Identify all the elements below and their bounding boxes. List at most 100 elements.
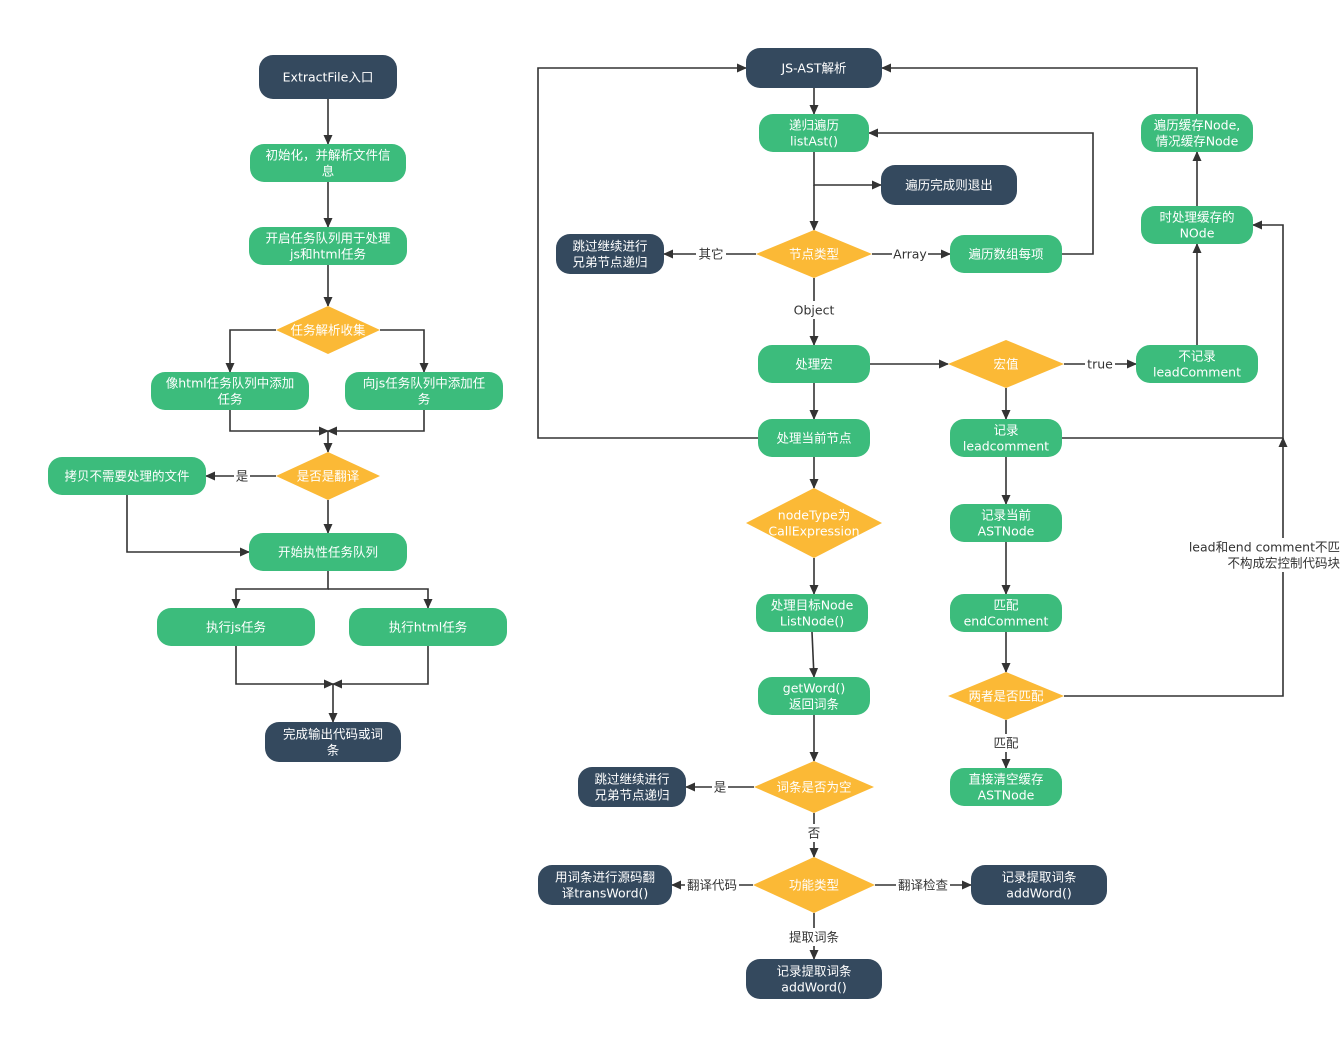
decision-diamond xyxy=(948,340,1064,388)
node-exit-done: 遍历完成则退出 xyxy=(881,165,1017,205)
node-label: 完成输出代码或词 xyxy=(283,727,383,742)
svg-text:提取词条: 提取词条 xyxy=(789,930,840,945)
process-box xyxy=(250,144,406,182)
flow-edges xyxy=(126,63,1288,960)
edge-label-translate-code: 翻译代码 xyxy=(685,876,739,894)
node-macro-value: 宏值 xyxy=(948,340,1064,388)
node-label: nodeType为 xyxy=(778,508,850,523)
edge-current-ast xyxy=(537,63,758,439)
terminal-box xyxy=(971,865,1107,905)
node-label: 情况缓存Node xyxy=(1156,134,1239,149)
svg-text:不构成宏控制代码块: 不构成宏控制代码块 xyxy=(1227,556,1340,571)
edge-target-getword xyxy=(809,631,819,678)
svg-text:翻译代码: 翻译代码 xyxy=(687,878,737,893)
node-label: 务 xyxy=(418,392,431,407)
node-traverse-cache: 遍历缓存Node,情况缓存Node xyxy=(1141,114,1253,152)
node-label: leadComment xyxy=(1153,365,1241,380)
process-box xyxy=(151,372,309,410)
process-box xyxy=(950,235,1062,273)
svg-text:lead和end comment不匹: lead和end comment不匹 xyxy=(1189,540,1340,555)
node-label: leadcomment xyxy=(963,439,1049,454)
node-func-type: 功能类型 xyxy=(753,857,875,913)
node-label: 返回词条 xyxy=(789,697,840,712)
node-label: js和html任务 xyxy=(289,247,366,262)
node-label: 兄弟节点递归 xyxy=(594,788,669,803)
edge-label-yes-copy: 是 xyxy=(234,467,250,485)
node-label: ASTNode xyxy=(978,788,1035,803)
node-label: 不记录 xyxy=(1178,349,1216,364)
node-label: NOde xyxy=(1180,226,1215,241)
node-label: 息 xyxy=(322,164,335,179)
node-extractfile-entry: ExtractFile入口 xyxy=(259,55,397,99)
decision-diamond xyxy=(276,452,380,500)
edge-label-no-empty: 否 xyxy=(806,824,822,842)
node-exec-html: 执行html任务 xyxy=(349,608,507,646)
process-box xyxy=(758,419,870,457)
node-label: 直接清空缓存 xyxy=(968,772,1043,787)
terminal-box xyxy=(746,959,882,999)
node-label: 处理当前节点 xyxy=(776,431,851,446)
process-box xyxy=(345,372,503,410)
edge-traverse-ast xyxy=(881,63,1198,114)
node-label: addWord() xyxy=(781,980,846,995)
node-label: 处理目标Node xyxy=(771,598,854,613)
node-label: 遍历完成则退出 xyxy=(905,178,993,193)
process-box xyxy=(1141,114,1253,152)
terminal-box xyxy=(259,55,397,99)
node-label: 功能类型 xyxy=(789,878,839,893)
node-exec-js: 执行js任务 xyxy=(157,608,315,646)
node-label: 拷贝不需要处理的文件 xyxy=(64,469,189,484)
node-label: 初始化，并解析文件信 xyxy=(265,148,390,163)
node-label: 用词条进行源码翻 xyxy=(555,870,655,885)
edge-record-cache xyxy=(1062,220,1284,439)
node-label: endComment xyxy=(964,614,1049,629)
node-each-array: 遍历数组每项 xyxy=(950,235,1062,273)
process-box xyxy=(950,419,1062,457)
svg-text:是: 是 xyxy=(236,469,249,484)
edge-html-merge xyxy=(229,410,329,436)
edge-label-array: Array xyxy=(892,245,928,263)
node-label: JS-AST解析 xyxy=(781,61,847,76)
node-label: 两者是否匹配 xyxy=(968,689,1044,704)
edge-run-html xyxy=(328,588,433,609)
decision-diamond xyxy=(948,672,1064,720)
terminal-box xyxy=(881,165,1017,205)
node-label: 兄弟节点递归 xyxy=(572,255,647,270)
terminal-box xyxy=(538,865,672,905)
svg-text:否: 否 xyxy=(808,826,821,841)
node-label: 时处理缓存的 xyxy=(1159,210,1234,225)
process-box xyxy=(950,768,1062,806)
node-label: 记录 xyxy=(993,423,1018,438)
svg-text:Array: Array xyxy=(893,247,927,262)
edge-array-list xyxy=(868,128,1094,255)
process-box xyxy=(758,345,870,383)
node-label: CallExpression xyxy=(768,524,859,539)
process-box xyxy=(950,504,1062,542)
node-label: 开始执性任务队列 xyxy=(278,545,378,560)
node-label: 任务 xyxy=(217,392,242,407)
node-label: 遍历数组每项 xyxy=(968,247,1043,262)
terminal-box xyxy=(578,767,686,807)
edge-label-yes-empty: 是 xyxy=(712,778,728,796)
process-box xyxy=(249,533,407,571)
node-process-current: 处理当前节点 xyxy=(758,419,870,457)
node-label: 遍历缓存Node, xyxy=(1154,118,1241,133)
process-box xyxy=(759,114,869,152)
node-word-empty: 词条是否为空 xyxy=(754,761,874,813)
